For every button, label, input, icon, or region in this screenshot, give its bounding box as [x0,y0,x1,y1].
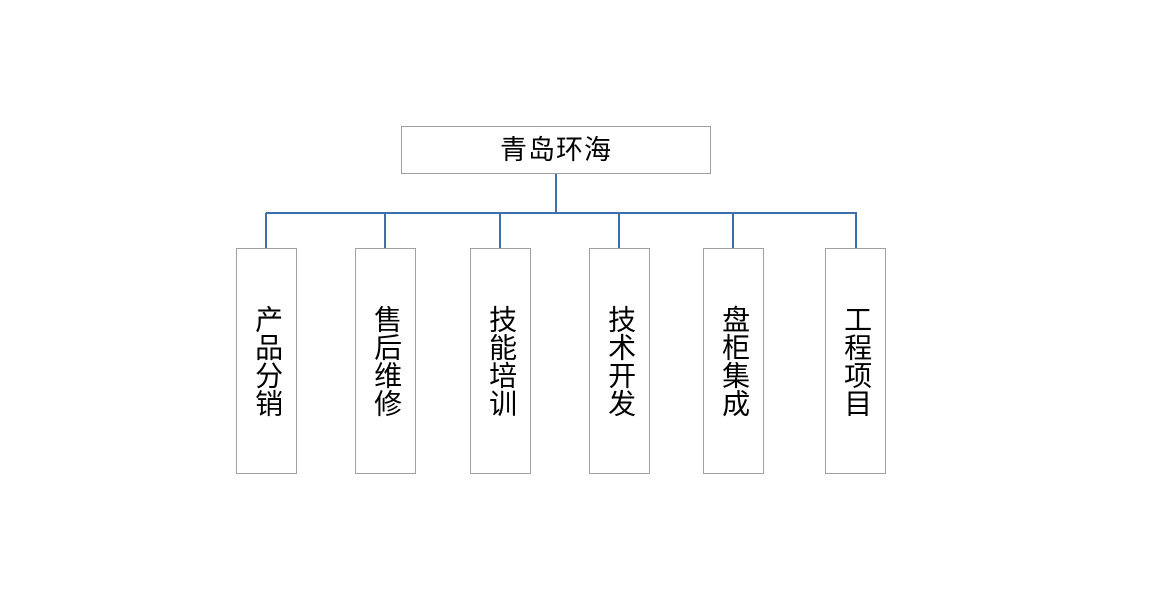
org-node-child-1-label: 产品分销 [251,305,283,417]
connector-drop-4 [618,213,620,248]
org-node-child-3-label: 技能培训 [485,305,517,417]
connector-drop-1 [265,213,267,248]
org-node-child-1[interactable]: 产品分销 [236,248,297,474]
connector-drop-5 [732,213,734,248]
org-node-child-4[interactable]: 技术开发 [589,248,650,474]
connector-drop-6 [855,213,857,248]
org-node-child-2[interactable]: 售后维修 [355,248,416,474]
org-node-child-6[interactable]: 工程项目 [825,248,886,474]
org-node-child-5-label: 盘柜集成 [718,305,750,417]
org-node-child-2-label: 售后维修 [370,305,402,417]
connector-drop-2 [384,213,386,248]
org-node-root-label: 青岛环海 [500,134,612,165]
connector-root-stem [555,174,557,213]
connector-drop-3 [499,213,501,248]
org-node-root[interactable]: 青岛环海 [401,126,711,174]
org-node-child-5[interactable]: 盘柜集成 [703,248,764,474]
org-node-child-6-label: 工程项目 [840,305,872,417]
connector-horizontal-bus [266,212,857,214]
org-node-child-3[interactable]: 技能培训 [470,248,531,474]
org-node-child-4-label: 技术开发 [604,305,636,417]
